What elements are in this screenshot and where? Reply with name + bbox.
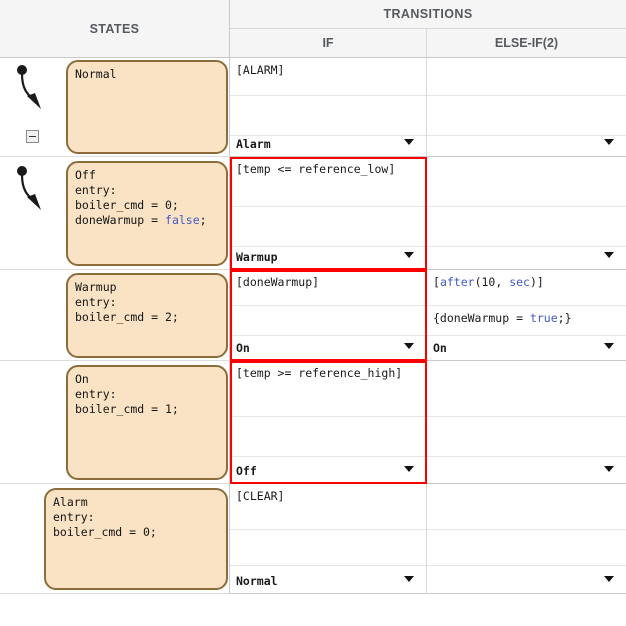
states-cell[interactable]: Off entry: boiler_cmd = 0; doneWarmup = … bbox=[0, 157, 230, 270]
states-cell[interactable]: On entry: boiler_cmd = 1; bbox=[0, 361, 230, 484]
chevron-down-icon[interactable] bbox=[604, 466, 614, 472]
transition-action[interactable] bbox=[427, 96, 626, 136]
transition-condition[interactable]: [ALARM] bbox=[230, 58, 426, 96]
table-row: Alarm entry: boiler_cmd = 0;[CLEAR] Norma… bbox=[0, 484, 626, 594]
transition-action[interactable] bbox=[230, 96, 426, 136]
column-header-transitions[interactable]: TRANSITIONS bbox=[230, 0, 626, 29]
transition-action[interactable] bbox=[230, 530, 426, 566]
transition-action[interactable] bbox=[427, 207, 626, 247]
transition-destination[interactable]: Normal bbox=[230, 566, 426, 594]
chevron-down-icon[interactable] bbox=[604, 343, 614, 349]
states-cell[interactable]: Warmup entry: boiler_cmd = 2; bbox=[0, 270, 230, 361]
table-row: Normal[ALARM] Alarm bbox=[0, 58, 626, 157]
if-column-cell[interactable]: [CLEAR] Normal bbox=[230, 484, 427, 594]
transition-destination[interactable] bbox=[427, 247, 626, 270]
transition-destination[interactable]: Alarm bbox=[230, 136, 426, 157]
collapse-minus-icon[interactable] bbox=[26, 130, 39, 143]
table-row: Warmup entry: boiler_cmd = 2;[doneWarmup… bbox=[0, 270, 626, 361]
transition-action[interactable] bbox=[427, 417, 626, 457]
column-header-if[interactable]: IF bbox=[230, 29, 427, 58]
table-row: Off entry: boiler_cmd = 0; doneWarmup = … bbox=[0, 157, 626, 270]
transition-destination[interactable] bbox=[427, 457, 626, 484]
transition-destination[interactable]: On bbox=[427, 336, 626, 361]
transition-condition[interactable] bbox=[427, 58, 626, 96]
else-if-column-cell[interactable] bbox=[427, 157, 626, 270]
transition-condition[interactable] bbox=[427, 484, 626, 530]
transition-condition[interactable]: [doneWarmup] bbox=[230, 270, 426, 306]
column-header-states[interactable]: STATES bbox=[0, 0, 230, 58]
default-transition-arrow bbox=[17, 65, 41, 109]
else-if-column-cell[interactable] bbox=[427, 58, 626, 157]
chevron-down-icon[interactable] bbox=[604, 576, 614, 582]
table-row: On entry: boiler_cmd = 1;[temp >= refere… bbox=[0, 361, 626, 484]
chevron-down-icon[interactable] bbox=[404, 139, 414, 145]
else-if-column-cell[interactable] bbox=[427, 361, 626, 484]
destination-label: Warmup bbox=[236, 250, 278, 264]
transition-condition[interactable]: [temp <= reference_low] bbox=[230, 157, 426, 207]
transition-destination[interactable]: On bbox=[230, 336, 426, 361]
transition-action[interactable] bbox=[427, 530, 626, 566]
transition-action[interactable] bbox=[230, 417, 426, 457]
table-header: STATES TRANSITIONS IF ELSE-IF(2) bbox=[0, 0, 626, 58]
transition-action[interactable] bbox=[230, 306, 426, 336]
transition-condition[interactable]: [after(10, sec)] bbox=[427, 270, 626, 306]
transition-condition[interactable] bbox=[427, 361, 626, 417]
else-if-column-cell[interactable] bbox=[427, 484, 626, 594]
transition-condition[interactable]: [temp >= reference_high] bbox=[230, 361, 426, 417]
transition-destination[interactable]: Off bbox=[230, 457, 426, 484]
column-header-else-if[interactable]: ELSE-IF(2) bbox=[427, 29, 626, 58]
transition-action[interactable] bbox=[230, 207, 426, 247]
state-node-on[interactable]: On entry: boiler_cmd = 1; bbox=[66, 365, 228, 480]
transition-destination[interactable] bbox=[427, 566, 626, 594]
chevron-down-icon[interactable] bbox=[604, 252, 614, 258]
destination-label: On bbox=[433, 341, 447, 355]
chevron-down-icon[interactable] bbox=[404, 343, 414, 349]
state-node-off[interactable]: Off entry: boiler_cmd = 0; doneWarmup = … bbox=[66, 161, 228, 266]
transition-condition[interactable]: [CLEAR] bbox=[230, 484, 426, 530]
transition-destination[interactable] bbox=[427, 136, 626, 157]
if-column-cell[interactable]: [doneWarmup] On bbox=[230, 270, 427, 361]
if-column-cell[interactable]: [temp >= reference_high] Off bbox=[230, 361, 427, 484]
states-cell[interactable]: Normal bbox=[0, 58, 230, 157]
if-column-cell[interactable]: [ALARM] Alarm bbox=[230, 58, 427, 157]
destination-label: Off bbox=[236, 464, 257, 478]
state-node-alarm[interactable]: Alarm entry: boiler_cmd = 0; bbox=[44, 488, 228, 590]
transition-action[interactable]: {doneWarmup = true;} bbox=[427, 306, 626, 336]
chevron-down-icon[interactable] bbox=[404, 252, 414, 258]
chevron-down-icon[interactable] bbox=[604, 139, 614, 145]
state-node-warmup[interactable]: Warmup entry: boiler_cmd = 2; bbox=[66, 273, 228, 358]
transition-destination[interactable]: Warmup bbox=[230, 247, 426, 270]
if-column-cell[interactable]: [temp <= reference_low] Warmup bbox=[230, 157, 427, 270]
destination-label: Alarm bbox=[236, 137, 271, 151]
state-node-normal[interactable]: Normal bbox=[66, 60, 228, 154]
else-if-column-cell[interactable]: [after(10, sec)]{doneWarmup = true;} On bbox=[427, 270, 626, 361]
states-cell[interactable]: Alarm entry: boiler_cmd = 0; bbox=[0, 484, 230, 594]
default-transition-arrow bbox=[17, 166, 41, 210]
destination-label: Normal bbox=[236, 574, 278, 588]
transition-condition[interactable] bbox=[427, 157, 626, 207]
destination-label: On bbox=[236, 341, 250, 355]
chevron-down-icon[interactable] bbox=[404, 466, 414, 472]
chevron-down-icon[interactable] bbox=[404, 576, 414, 582]
